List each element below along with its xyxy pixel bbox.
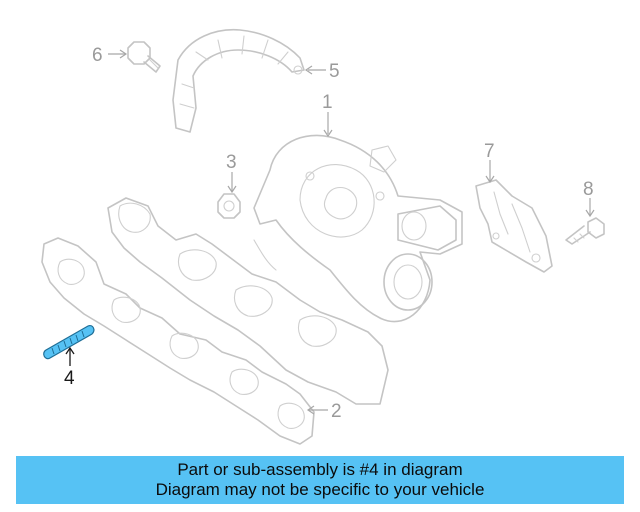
nut-part-3[interactable] [217, 193, 241, 219]
stud-part-4[interactable] [43, 325, 95, 360]
callout-3: 3 [226, 152, 237, 173]
banner-line-disclaimer: Diagram may not be specific to your vehi… [155, 480, 485, 499]
bolt-part-6[interactable] [127, 41, 161, 73]
callout-8: 8 [583, 179, 594, 200]
banner-line-part: Part or sub-assembly is #4 in diagram [177, 460, 463, 479]
callout-6: 6 [92, 45, 103, 66]
bolt-part-8[interactable] [565, 217, 605, 245]
bracket-part-7[interactable] [475, 179, 553, 273]
manifold-gasket-part-2[interactable] [41, 237, 315, 445]
callout-7: 7 [484, 141, 495, 162]
turbocharger-manifold-part-1[interactable] [107, 134, 463, 405]
parts-diagram: 1 2 3 4 5 6 7 8 [41, 28, 605, 445]
leader-lines [65, 49, 595, 415]
heat-shield-part-5[interactable] [172, 28, 305, 133]
callout-1: 1 [322, 92, 333, 113]
callout-2: 2 [331, 401, 342, 422]
callout-5: 5 [329, 61, 340, 82]
callout-4: 4 [64, 368, 75, 389]
info-banner: Part or sub-assembly is #4 in diagram Di… [16, 456, 624, 504]
